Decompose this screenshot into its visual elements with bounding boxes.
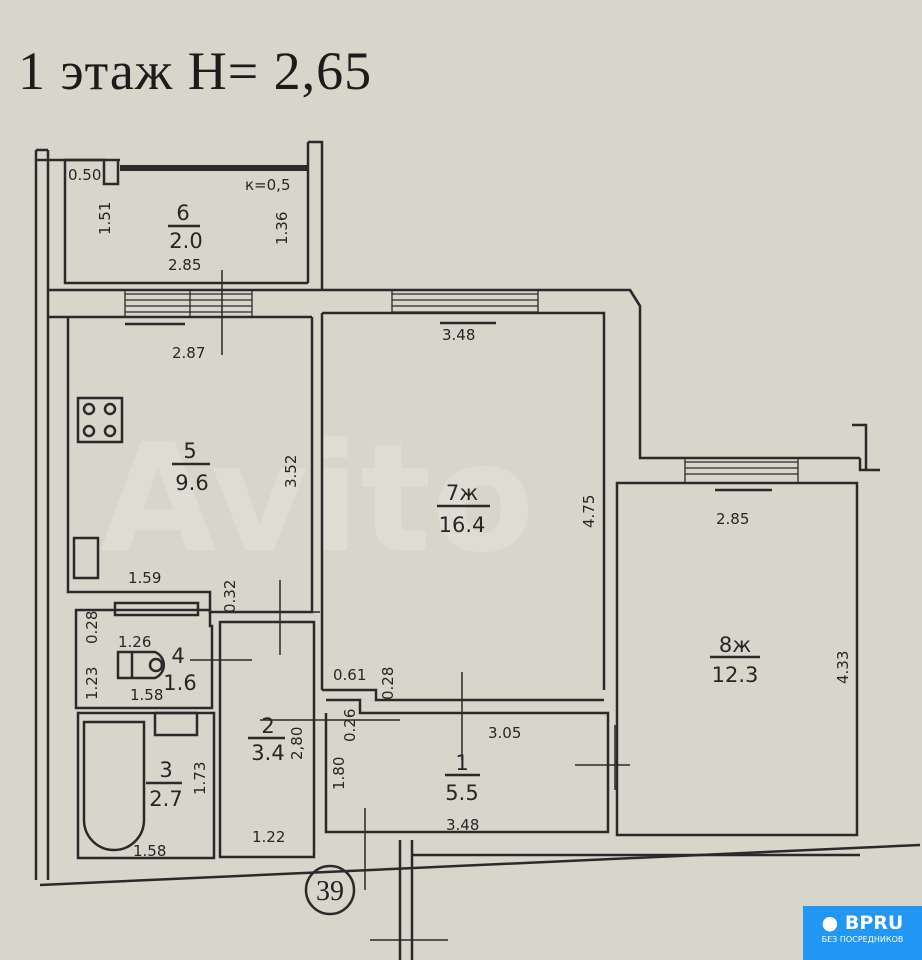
walls [34, 140, 921, 960]
room-2-area: 3.4 [251, 741, 284, 765]
dim-label: 1.59 [128, 569, 161, 587]
dim-label: 4.75 [580, 495, 598, 528]
dim-label: 1.51 [96, 202, 114, 235]
dim-label: 4.33 [834, 651, 852, 684]
room-1-number: 1 [455, 751, 468, 775]
room-4-number: 4 [171, 644, 184, 668]
room-5-number: 5 [183, 439, 196, 463]
dim-label: 1.58 [133, 842, 166, 860]
bathtub-icon [82, 720, 146, 852]
dim-label: 3.48 [446, 816, 479, 834]
dim-label: 2.87 [172, 344, 205, 362]
floor-title: 1 этаж H= 2,65 [18, 41, 373, 101]
room-8-area: 12.3 [712, 663, 759, 687]
dim-label: 1.36 [273, 212, 291, 245]
stove-icon [76, 396, 124, 444]
room-6-area: 2.0 [169, 229, 202, 253]
dim-label: 2.85 [716, 510, 749, 528]
dim-label: 3.05 [488, 724, 521, 742]
dim-label: 2.85 [168, 256, 201, 274]
users-icon: ● [821, 912, 839, 934]
washbasin-icon [153, 711, 199, 737]
sink-icon [72, 536, 100, 580]
bpru-badge: ● BPRU БЕЗ ПОСРЕДНИКОВ [803, 906, 922, 960]
room-6-number: 6 [176, 201, 189, 225]
dim-label: 0.28 [83, 611, 101, 644]
badge-name: BPRU [844, 912, 904, 934]
room-1-area: 5.5 [445, 781, 478, 805]
room-3-area: 2.7 [149, 787, 182, 811]
dim-label: 1.73 [191, 762, 209, 795]
dim-label: 1.58 [130, 686, 163, 704]
windows [124, 290, 799, 492]
room-3-number: 3 [159, 758, 172, 782]
room-2-number: 2 [261, 714, 274, 738]
dim-label: 3.48 [442, 326, 475, 344]
dimension-labels: 0.50 к=0,5 1.51 1.36 2.85 2.87 3.52 1.59… [68, 166, 852, 860]
dim-label: 0.26 [341, 709, 359, 742]
room-4-area: 1.6 [163, 671, 196, 695]
watermark: Avito [100, 412, 535, 586]
room-5-area: 9.6 [175, 471, 208, 495]
dim-label: 2,80 [288, 727, 306, 760]
room-7-area: 16.4 [439, 513, 486, 537]
dim-label: 1.26 [118, 633, 151, 651]
dim-label: 0.61 [333, 666, 366, 684]
fixtures [72, 270, 630, 941]
toilet-icon [116, 650, 165, 680]
dim-label: к=0,5 [245, 176, 290, 194]
dim-label: 0.32 [221, 580, 239, 613]
dim-label: 1.80 [330, 757, 348, 790]
dim-label: 1.22 [252, 828, 285, 846]
room-8-number: 8ж [719, 633, 751, 657]
dim-label: 1.23 [83, 667, 101, 700]
axis-label: 39 [316, 876, 344, 907]
shelf-icon [113, 601, 200, 617]
axis-marker [304, 864, 356, 916]
dim-label: 0.50 [68, 166, 101, 184]
room-7-number: 7ж [446, 481, 478, 505]
dim-label: 0.28 [379, 667, 397, 700]
badge-tagline: БЕЗ ПОСРЕДНИКОВ [821, 935, 904, 944]
dim-label: 3.52 [282, 455, 300, 488]
room-labels: 6 2.0 5 9.6 7ж 16.4 8ж 12.3 4 1.6 3 2.7 … [146, 201, 760, 811]
